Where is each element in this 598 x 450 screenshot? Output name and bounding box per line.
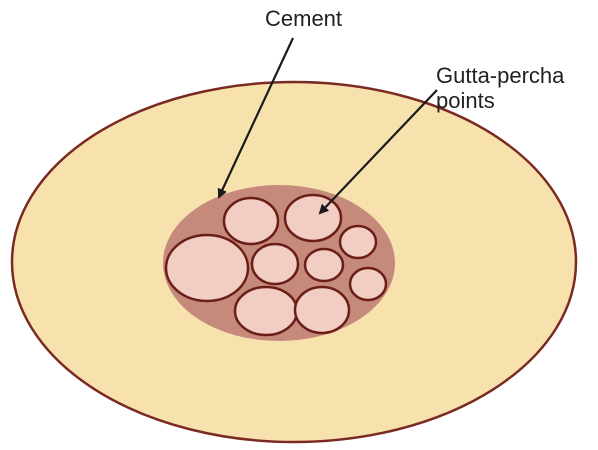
cement-label: Cement [265, 6, 342, 31]
gutta-percha-point [340, 226, 376, 258]
gutta-percha-label: Gutta-percha points [436, 63, 564, 114]
gutta-percha-point [166, 235, 248, 301]
gutta-percha-point [350, 268, 386, 300]
gutta-percha-point [235, 287, 297, 335]
gutta-percha-point [285, 195, 341, 241]
gutta-percha-point [295, 287, 349, 333]
gutta-percha-label-line1: Gutta-percha [436, 63, 564, 88]
gutta-percha-point [252, 244, 298, 284]
gutta-percha-label-line2: points [436, 88, 564, 113]
gutta-percha-point [224, 198, 278, 244]
gutta-percha-point [305, 249, 343, 281]
